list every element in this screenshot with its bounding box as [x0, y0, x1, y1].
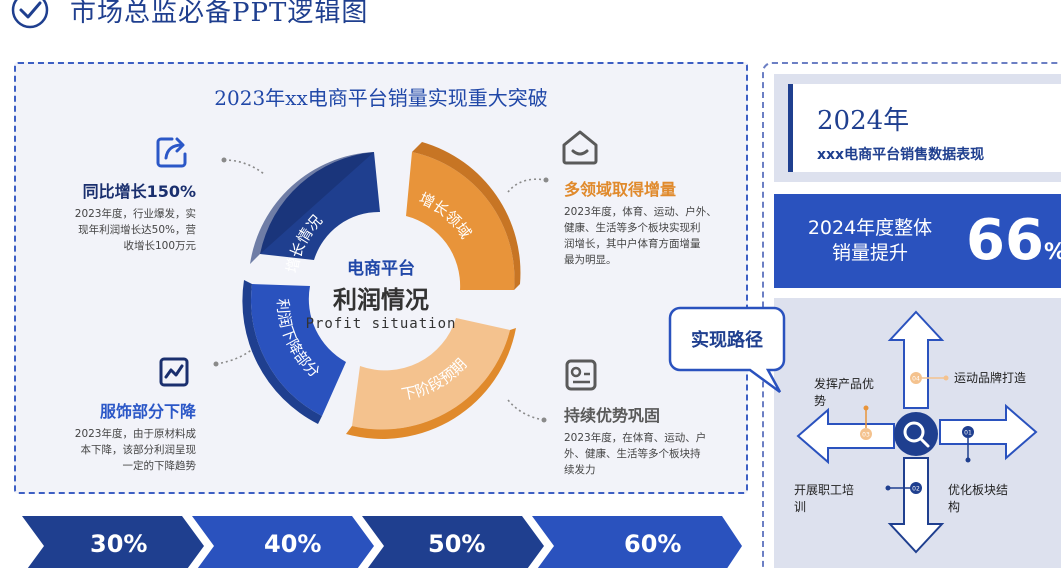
sales-card: 2024年度整体 销量提升 66% [774, 194, 1061, 288]
center-circle [894, 412, 938, 456]
item-desc: 2023年度，由于原材料成 本下降，该部分利润呈现 一定的下降趋势 [74, 428, 196, 472]
id-card-icon [565, 359, 597, 391]
chevron-2 [192, 516, 374, 568]
item-desc: 2023年度，体育、运动、户外、 健康、生活等多个板块实现利 润增长，其中户体育… [564, 206, 717, 266]
year-subtitle: xxx电商平台销售数据表现 [817, 147, 985, 163]
item-desc: 2023年度，行业爆发，实 现年利润增长达50%，营 收增长100万元 [74, 208, 196, 252]
cycle-center-label: 电商平台 [347, 259, 415, 279]
title-bar: 市场总监必备PPT逻辑图 [10, 0, 368, 32]
arrow-down [887, 457, 945, 554]
percent-chevrons: 30% 40% 50% 60% [22, 516, 742, 568]
chevron-label: 60% [624, 530, 682, 558]
arrow-left [796, 407, 895, 465]
direction-arrows: 04 03 01 02 [796, 310, 1038, 554]
profit-cycle: 增长情况 增长领域 下阶段预期 利润下降部分 电商平台 利润情况 Profit … [226, 134, 536, 444]
chevron-4 [532, 516, 742, 568]
chevron-1 [22, 516, 204, 568]
item-apparel-decline: 服饰部分下降 2023年度，由于原材料成 本下降，该部分利润呈现 一定的下降趋势 [46, 398, 196, 474]
path-number: 02 [912, 486, 920, 493]
segment-growth-area [406, 152, 515, 290]
item-title: 多领域取得增量 [564, 180, 677, 199]
house-smile-icon [562, 130, 598, 165]
segment-profit-decline [250, 284, 346, 416]
chevron-label: 30% [90, 530, 148, 558]
year-title: 2024年 [817, 106, 910, 136]
item-title: 同比增长150% [82, 182, 196, 201]
path-number: 03 [862, 432, 870, 439]
path-number: 04 [912, 376, 920, 383]
cycle-ring: 增长情况 增长领域 下阶段预期 利润下降部分 [242, 142, 521, 439]
cycle-center-english: Profit situation [305, 316, 457, 332]
page-title: 市场总监必备PPT逻辑图 [70, 0, 369, 28]
sales-text: 2024年度整体 销量提升 [807, 217, 933, 264]
path-label-right: 优化板块结构 [948, 483, 1009, 514]
line-chart-icon [159, 357, 189, 387]
cycle-center-title: 利润情况 [333, 286, 429, 314]
chevron-3 [362, 516, 544, 568]
main-heading: 2023年xx电商平台销量实现重大突破 [214, 86, 548, 110]
item-title: 服饰部分下降 [99, 402, 196, 421]
callout-text: 实现路径 [691, 330, 763, 351]
check-circle-icon [11, 0, 49, 29]
arrow-up [887, 310, 945, 409]
path-label-top: 运动品牌打造 [954, 371, 1027, 385]
year-card: 2024年 xxx电商平台销售数据表现 [774, 74, 1061, 182]
arrow-right [939, 403, 1038, 461]
item-title: 持续优势巩固 [564, 406, 661, 425]
item-advantage: 持续优势巩固 2023年度，在体育、运动、户 外、健康、生活等多个板块持 续发力 [564, 402, 744, 478]
item-desc: 2023年度，在体育、运动、户 外、健康、生活等多个板块持 续发力 [564, 432, 707, 476]
path-label-bottom: 开展职工培训 [794, 483, 855, 514]
callout-bubble: 实现路径 [668, 306, 786, 394]
item-multi-domain: 多领域取得增量 2023年度，体育、运动、户外、 健康、生活等多个板块实现利 润… [564, 176, 744, 268]
segment-growth [260, 152, 380, 260]
segment-next-stage [352, 318, 510, 430]
main-panel: 2023年xx电商平台销量实现重大突破 同比增长150% 2023年度，行业爆发… [14, 62, 748, 494]
item-yoy-growth: 同比增长150% 2023年度，行业爆发，实 现年利润增长达50%，营 收增长1… [46, 178, 196, 254]
sales-number: 66% [966, 208, 1061, 273]
path-card: 04 03 01 02 运动品牌打造 发挥产品优势 优化板块结构 开展职工培训 [774, 298, 1061, 568]
chevron-label: 50% [428, 530, 486, 558]
chevron-label: 40% [264, 530, 322, 558]
path-number: 01 [964, 430, 972, 437]
path-label-left: 发挥产品优势 [814, 377, 875, 408]
share-arrow-icon [156, 137, 187, 168]
